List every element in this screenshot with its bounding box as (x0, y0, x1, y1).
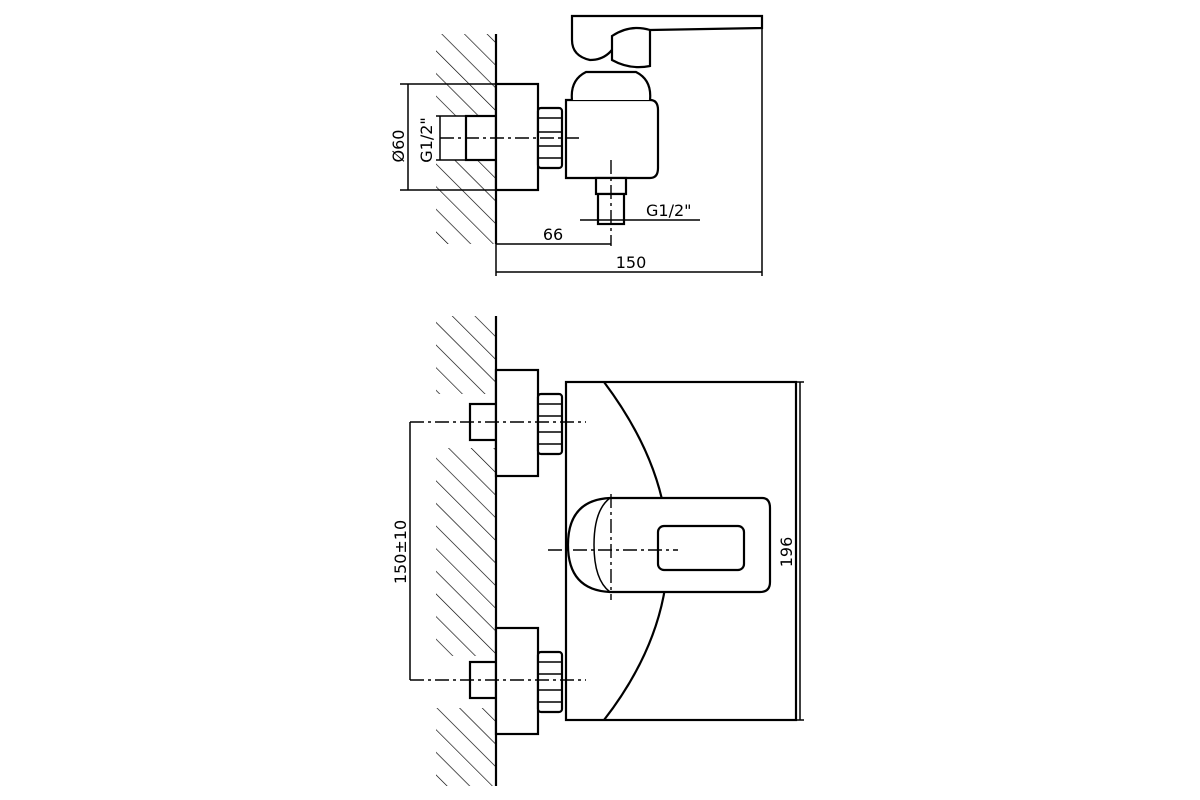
valve-body-side (564, 70, 660, 180)
side-view: Ø60 G1/2" G1/2" 66 150 (389, 14, 764, 276)
wall-to-outlet-label: 66 (543, 225, 563, 244)
front-view: 150±10 196 (391, 316, 804, 786)
flange-diameter-label: Ø60 (389, 130, 408, 163)
inlet-spacing-label: 150±10 (391, 520, 410, 584)
lever-handle-front (566, 496, 772, 594)
dim-wall-to-outlet: 66 (496, 225, 611, 245)
lever-handle-side (570, 14, 764, 69)
dim-flange-diameter: Ø60 (389, 83, 496, 191)
dim-inlet-thread: G1/2" (417, 115, 466, 163)
wall-flange (494, 82, 540, 192)
upper-inlet (468, 368, 564, 478)
total-depth-label: 150 (616, 253, 647, 272)
inlet-thread-label: G1/2" (417, 117, 436, 163)
dim-outlet-thread: G1/2" (580, 201, 700, 224)
dim-inlet-spacing: 150±10 (391, 422, 411, 680)
wall-hatch-bottom (436, 316, 498, 786)
dim-total-depth: 150 (495, 28, 763, 276)
dim-body-height: 196 (777, 381, 804, 721)
body-height-label: 196 (777, 537, 796, 568)
outlet-thread-label: G1/2" (646, 201, 692, 220)
